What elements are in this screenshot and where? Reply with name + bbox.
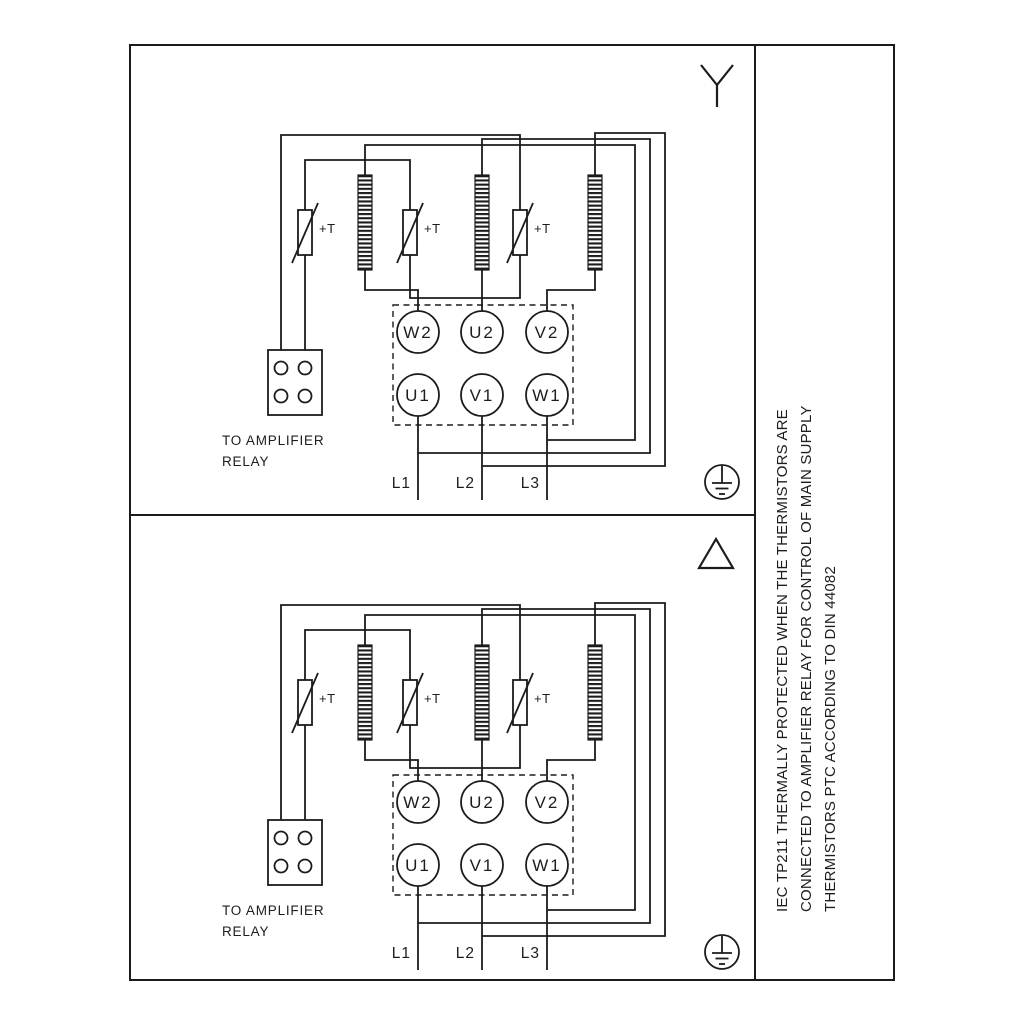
- thermistor-symbol: +T: [291, 672, 336, 734]
- terminal-w1: W1: [525, 373, 569, 417]
- earth-ground-icon: [704, 464, 740, 500]
- wires: [280, 602, 666, 970]
- side-note-strip: IEC TP211 THERMALLY PROTECTED WHEN THE T…: [755, 45, 894, 980]
- phase-label-l2: L2: [456, 945, 475, 962]
- earth-ground-icon: [704, 934, 740, 970]
- motor-winding-coil: [357, 644, 373, 741]
- terminal-u1: U1: [396, 373, 440, 417]
- motor-winding-coil: [587, 174, 603, 271]
- phase-label-l1: L1: [392, 945, 411, 962]
- terminal-label: V1: [470, 386, 495, 405]
- terminal-label: W2: [403, 323, 433, 342]
- terminal-label: U1: [405, 856, 431, 875]
- relay-caption-line1: TO AMPLIFIER: [222, 433, 324, 448]
- terminal-w2: W2: [396, 780, 440, 824]
- terminal-label: V2: [535, 793, 560, 812]
- thermistor-label: +T: [424, 221, 441, 236]
- terminal-label: V1: [470, 856, 495, 875]
- phase-label-l3: L3: [521, 475, 540, 492]
- frame: [129, 44, 895, 981]
- side-note-line2: CONNECTED TO AMPLIFIER RELAY FOR CONTROL…: [797, 404, 815, 912]
- motor-winding-coil: [474, 644, 490, 741]
- thermistor-symbol: +T: [506, 672, 551, 734]
- star-connection-icon: [700, 64, 734, 107]
- terminal-u2: U2: [460, 310, 504, 354]
- thermistor-label: +T: [534, 691, 551, 706]
- thermistor-label: +T: [424, 691, 441, 706]
- relay-caption-line2: RELAY: [222, 454, 269, 469]
- terminal-label: U2: [469, 323, 495, 342]
- wires: [280, 132, 666, 500]
- terminal-label: W1: [532, 856, 562, 875]
- phase-label-l2: L2: [456, 475, 475, 492]
- terminal-v1: V1: [460, 843, 504, 887]
- terminal-w1: W1: [525, 843, 569, 887]
- amplifier-relay-connector: [267, 819, 323, 886]
- phase-label-l3: L3: [521, 945, 540, 962]
- side-note-line3: THERMISTORS PTC ACCORDING TO DIN 44082: [821, 565, 839, 912]
- terminal-v2: V2: [525, 310, 569, 354]
- relay-caption-line2: RELAY: [222, 924, 269, 939]
- thermistor-symbol: +T: [506, 202, 551, 264]
- star-connection-panel: +T +T +T W2 U2: [222, 64, 740, 500]
- relay-caption-line1: TO AMPLIFIER: [222, 903, 324, 918]
- side-note: IEC TP211 THERMALLY PROTECTED WHEN THE T…: [771, 352, 843, 912]
- thermistor-symbol: +T: [396, 672, 441, 734]
- terminal-board-outline: [392, 304, 574, 426]
- thermistor-symbol: +T: [396, 202, 441, 264]
- thermistor-symbol: +T: [291, 202, 336, 264]
- delta-connection-panel: +T +T +T W2 U2 V2: [222, 536, 740, 970]
- side-note-line1: IEC TP211 THERMALLY PROTECTED WHEN THE T…: [773, 408, 791, 912]
- phase-label-l1: L1: [392, 475, 411, 492]
- terminal-u1: U1: [396, 843, 440, 887]
- terminal-u2: U2: [460, 780, 504, 824]
- terminal-label: W2: [403, 793, 433, 812]
- motor-winding-coil: [357, 174, 373, 271]
- terminal-board-outline: [392, 774, 574, 896]
- motor-winding-coil: [587, 644, 603, 741]
- thermistor-label: +T: [319, 221, 336, 236]
- motor-winding-coil: [474, 174, 490, 271]
- terminal-label: U2: [469, 793, 495, 812]
- terminal-v1: V1: [460, 373, 504, 417]
- terminal-v2: V2: [525, 780, 569, 824]
- delta-connection-icon: [697, 536, 735, 570]
- outer-border: [129, 44, 895, 981]
- terminal-w2: W2: [396, 310, 440, 354]
- terminal-label: W1: [532, 386, 562, 405]
- terminal-label: V2: [535, 323, 560, 342]
- thermistor-label: +T: [534, 221, 551, 236]
- amplifier-relay-connector: [267, 349, 323, 416]
- thermistor-label: +T: [319, 691, 336, 706]
- terminal-label: U1: [405, 386, 431, 405]
